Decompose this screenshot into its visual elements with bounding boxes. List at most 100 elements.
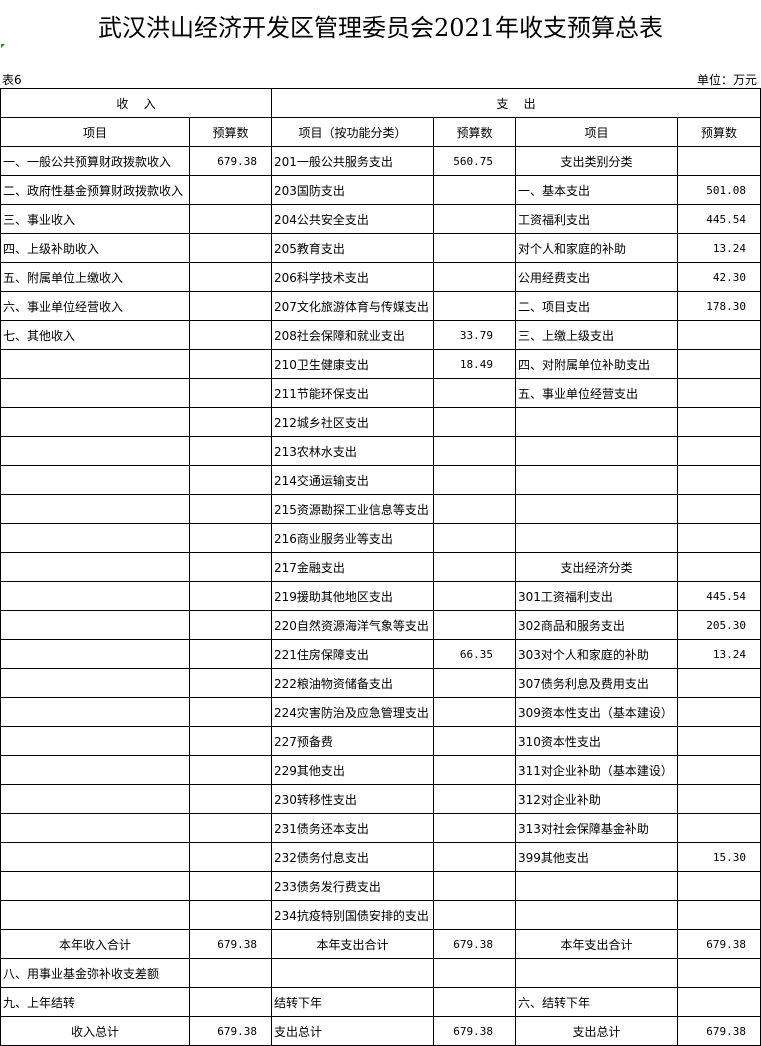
cell-function-item: 227预备费: [271, 726, 435, 756]
cell-category-budget: [677, 784, 761, 814]
cell-category-item: [515, 523, 679, 553]
cell-function-budget: [433, 958, 517, 988]
cell-income-budget: [188, 349, 273, 379]
cell-function-item: 203国防支出: [271, 175, 435, 205]
table-number: 表6: [2, 73, 22, 87]
cell-function-budget: [433, 436, 517, 466]
table-row: 227预备费 310资本性支出: [0, 726, 761, 756]
cell-income-item: [0, 697, 190, 727]
cell-function-item: 本年支出合计: [271, 929, 435, 959]
cell-function-item: 208社会保障和就业支出: [271, 320, 435, 350]
cell-income-budget: 679.38: [188, 929, 273, 959]
cell-income-item: [0, 668, 190, 698]
cell-function-item: 220自然资源海洋气象等支出: [271, 610, 435, 640]
cell-category-item: 399其他支出: [515, 842, 679, 872]
cell-income-item: [0, 465, 190, 495]
cell-category-item: 311对企业补助（基本建设）: [515, 755, 679, 785]
budget-summary-table: 收 入 支 出 项目 预算数 项目（按功能分类） 预算数 项目 预算数 一、一般…: [0, 88, 761, 1046]
cell-income-budget: [188, 291, 273, 321]
table-row: 216商业服务业等支出: [0, 523, 761, 553]
page-title: 武汉洪山经济开发区管理委员会2021年收支预算总表: [97, 14, 664, 42]
cell-income-item: [0, 639, 190, 669]
col-header-income-budget: 预算数: [188, 117, 273, 147]
cell-category-budget: 205.30: [677, 610, 761, 640]
table-row: 233债务发行费支出: [0, 871, 761, 901]
cell-category-item: 309资本性支出（基本建设）: [515, 697, 679, 727]
cell-income-budget: [188, 987, 273, 1017]
cell-comment-marker: [1, 44, 5, 48]
cell-income-budget: [188, 204, 273, 234]
cell-category-budget: 501.08: [677, 175, 761, 205]
cell-category-budget: [677, 465, 761, 495]
cell-income-item: 九、上年结转: [0, 987, 190, 1017]
cell-income-item: [0, 552, 190, 582]
cell-function-budget: 33.79: [433, 320, 517, 350]
cell-function-budget: 18.49: [433, 349, 517, 379]
col-header-function-budget: 预算数: [433, 117, 517, 147]
cell-function-item: 211节能环保支出: [271, 378, 435, 408]
cell-income-item: 三、事业收入: [0, 204, 190, 234]
cell-category-item: 303对个人和家庭的补助: [515, 639, 679, 669]
table-row: 211节能环保支出 五、事业单位经营支出: [0, 378, 761, 408]
cell-income-budget: [188, 668, 273, 698]
cell-function-budget: [433, 871, 517, 901]
cell-function-budget: [433, 755, 517, 785]
cell-function-budget: [433, 523, 517, 553]
cell-category-item: 工资福利支出: [515, 204, 679, 234]
cell-category-budget: 679.38: [677, 1016, 761, 1046]
cell-income-item: 二、政府性基金预算财政拨款收入: [0, 175, 190, 205]
col-header-category-item: 项目: [515, 117, 679, 147]
cell-function-item: 221住房保障支出: [271, 639, 435, 669]
cell-category-budget: [677, 407, 761, 437]
cell-function-budget: [433, 668, 517, 698]
cell-category-item: 312对企业补助: [515, 784, 679, 814]
col-header-category-budget: 预算数: [677, 117, 761, 147]
cell-income-item: 七、其他收入: [0, 320, 190, 350]
cell-income-budget: [188, 871, 273, 901]
cell-function-item: 结转下年: [271, 987, 435, 1017]
cell-income-budget: [188, 755, 273, 785]
cell-function-item: 219援助其他地区支出: [271, 581, 435, 611]
cell-income-item: 收入总计: [0, 1016, 190, 1046]
cell-category-item: 公用经费支出: [515, 262, 679, 292]
cell-category-item: 支出总计: [515, 1016, 679, 1046]
cell-category-budget: [677, 320, 761, 350]
cell-category-item: [515, 900, 679, 930]
table-row: 234抗疫特别国债安排的支出: [0, 900, 761, 930]
cell-category-budget: 679.38: [677, 929, 761, 959]
cell-function-budget: [433, 987, 517, 1017]
table-row: 八、用事业基金弥补收支差额: [0, 958, 761, 988]
cell-category-budget: [677, 726, 761, 756]
cell-function-item: 210卫生健康支出: [271, 349, 435, 379]
cell-category-budget: 42.30: [677, 262, 761, 292]
cell-function-item: 216商业服务业等支出: [271, 523, 435, 553]
cell-income-item: [0, 407, 190, 437]
cell-function-budget: [433, 494, 517, 524]
cell-function-budget: [433, 291, 517, 321]
cell-category-item: 五、事业单位经营支出: [515, 378, 679, 408]
cell-category-item: 313对社会保障基金补助: [515, 813, 679, 843]
cell-category-budget: 445.54: [677, 581, 761, 611]
unit-label: 单位：万元: [696, 73, 757, 87]
cell-income-item: [0, 436, 190, 466]
cell-category-item: 本年支出合计: [515, 929, 679, 959]
cell-function-budget: [433, 813, 517, 843]
cell-category-item: 301工资福利支出: [515, 581, 679, 611]
cell-category-item: [515, 436, 679, 466]
cell-income-budget: [188, 726, 273, 756]
cell-income-budget: [188, 465, 273, 495]
cell-function-budget: [433, 378, 517, 408]
cell-category-item: 六、结转下年: [515, 987, 679, 1017]
cell-category-item: 310资本性支出: [515, 726, 679, 756]
cell-function-budget: [433, 581, 517, 611]
cell-category-item: 307债务利息及费用支出: [515, 668, 679, 698]
cell-category-budget: [677, 871, 761, 901]
cell-function-item: 205教育支出: [271, 233, 435, 263]
